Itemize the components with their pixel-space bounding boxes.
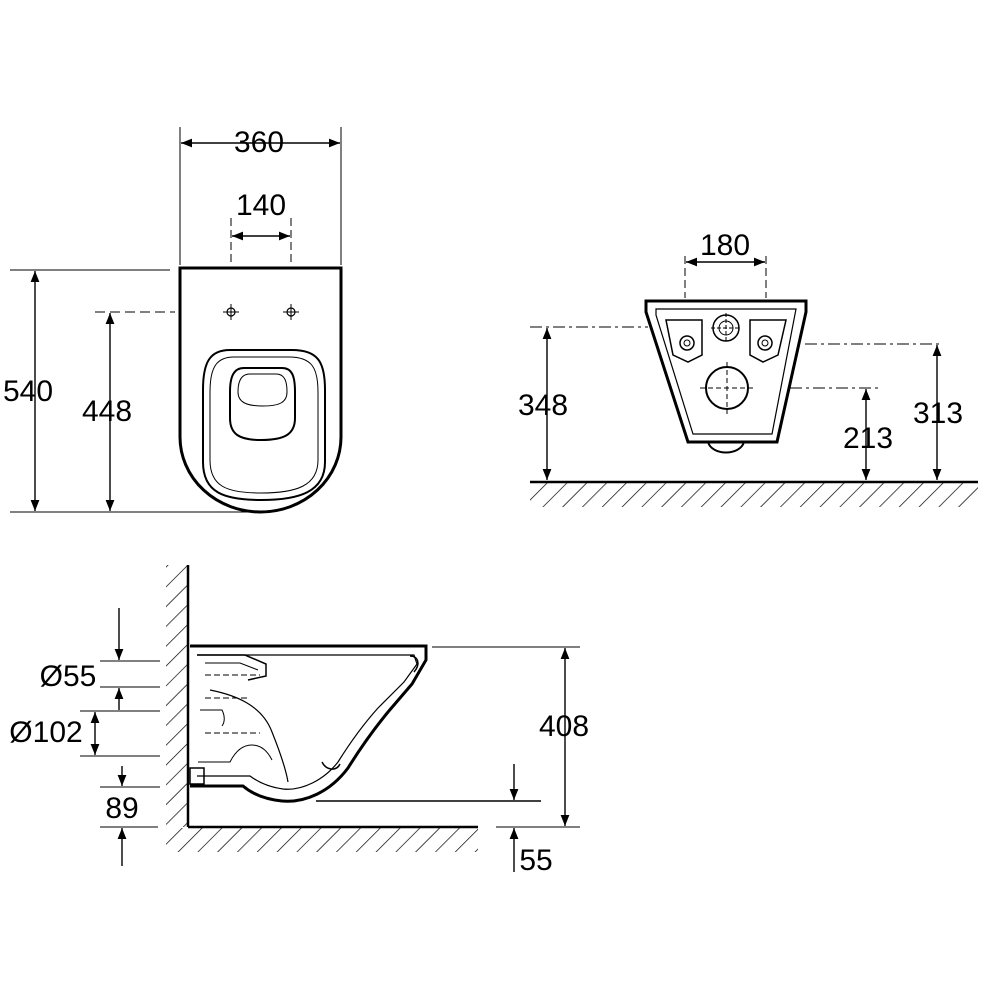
dim-inlet-height: 348 xyxy=(518,389,568,422)
dim-width: 360 xyxy=(234,126,284,159)
dim-outlet-center-height: 89 xyxy=(105,792,138,825)
back-view-labels: 180 348 213 313 xyxy=(518,229,963,455)
dim-hole-spacing: 140 xyxy=(236,189,286,222)
dim-inlet-diameter: Ø55 xyxy=(40,660,97,693)
top-view-labels: 360 140 540 448 xyxy=(3,126,286,428)
dim-mount-height: 313 xyxy=(913,397,963,430)
side-view xyxy=(80,565,580,872)
top-view xyxy=(10,127,343,514)
side-view-labels: Ø55 Ø102 89 408 55 xyxy=(9,660,589,877)
dim-hole-distance: 448 xyxy=(82,395,132,428)
dim-outlet-diameter: Ø102 xyxy=(9,716,82,749)
dim-outlet-height: 213 xyxy=(843,422,893,455)
dim-length: 540 xyxy=(3,375,53,408)
dim-bowl-height: 408 xyxy=(539,710,589,743)
dim-rim-clearance: 55 xyxy=(519,844,552,877)
dim-inlet-spacing: 180 xyxy=(700,229,750,262)
back-view xyxy=(530,256,978,507)
